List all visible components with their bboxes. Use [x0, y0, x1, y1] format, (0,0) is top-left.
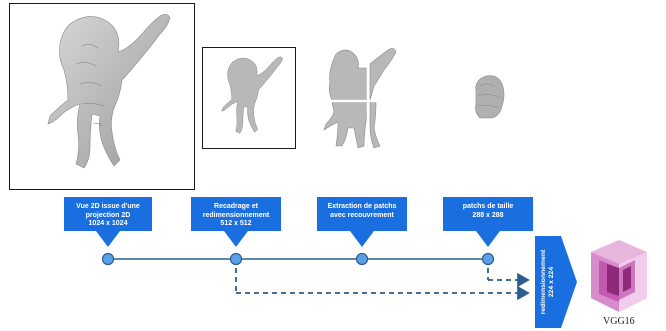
armadillo-cropped-image — [221, 56, 283, 134]
patch-image — [475, 75, 505, 119]
step-label-extraction: Extraction de patchs avec recouvrement — [327, 203, 397, 219]
cropped-view-frame — [202, 47, 296, 149]
timeline-node-extraction — [355, 252, 369, 266]
step-label-crop: Recadrage et redimensionnement 512 x 512 — [202, 203, 270, 227]
resize-arrow: redimensionnement 224 x 224 — [535, 236, 577, 328]
step-callout-extraction: Extraction de patchs avec recouvrement — [317, 197, 407, 247]
vgg16-label: VGG16 — [603, 316, 635, 327]
step-label-patch-size: patchs de taille 288 x 288 — [462, 203, 514, 219]
timeline-node-patch — [481, 252, 495, 266]
step-callout-crop: Recadrage et redimensionnement 512 x 512 — [191, 197, 281, 247]
step-callout-projection: Vue 2D issue d'une projection 2D 1024 x … — [64, 197, 152, 247]
vgg16-model-icon — [583, 238, 653, 316]
single-patch — [470, 72, 508, 122]
timeline-node-projection — [101, 252, 115, 266]
timeline-node-crop — [229, 252, 243, 266]
overlapping-patches — [322, 46, 412, 152]
step-label-projection: Vue 2D issue d'une projection 2D 1024 x … — [76, 203, 140, 227]
armadillo-model-image — [47, 14, 171, 169]
projection-view-frame — [9, 3, 195, 190]
resize-label: redimensionnement 224 x 224 — [540, 249, 555, 315]
step-callout-patch-size: patchs de taille 288 x 288 — [443, 197, 533, 247]
patch-grid-image — [322, 46, 412, 152]
